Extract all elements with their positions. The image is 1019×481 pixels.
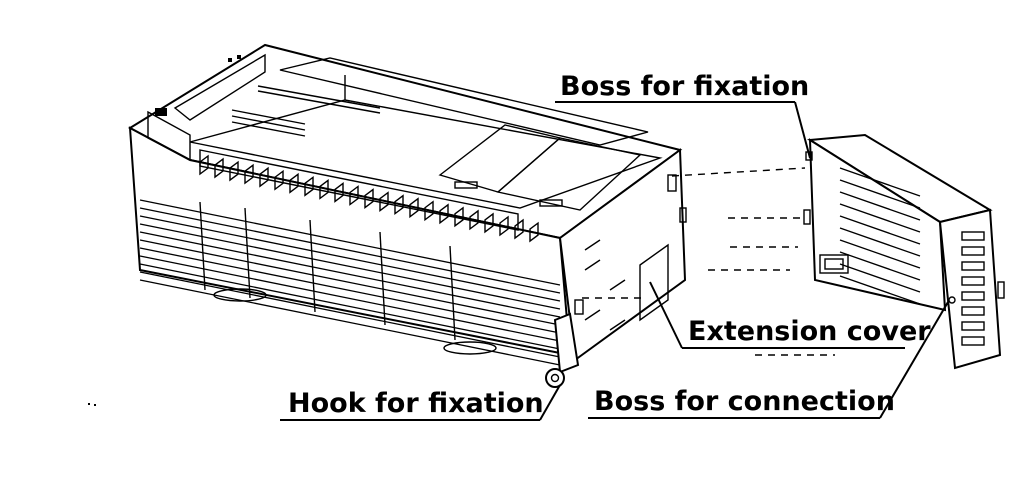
label-boss-connection: Boss for connection: [588, 301, 949, 419]
label-hook-fixation: Hook for fixation: [280, 384, 561, 421]
plc-main-unit: [127, 43, 687, 388]
extension-module: [803, 133, 1005, 370]
label-boss-fixation: Boss for fixation: [555, 71, 811, 159]
alignment-lines: [582, 167, 835, 356]
vent-grille: [139, 199, 561, 366]
label-boss-connection-text: Boss for connection: [594, 386, 895, 417]
terminal-block: [199, 154, 539, 243]
extension-cover-panel: [639, 243, 669, 322]
label-boss-fixation-text: Boss for fixation: [560, 71, 809, 102]
label-extension-cover: Extension cover: [649, 281, 931, 349]
fixation-hook: [545, 312, 580, 388]
label-hook-fixation-text: Hook for fixation: [288, 388, 544, 419]
label-extension-cover-text: Extension cover: [688, 316, 931, 347]
